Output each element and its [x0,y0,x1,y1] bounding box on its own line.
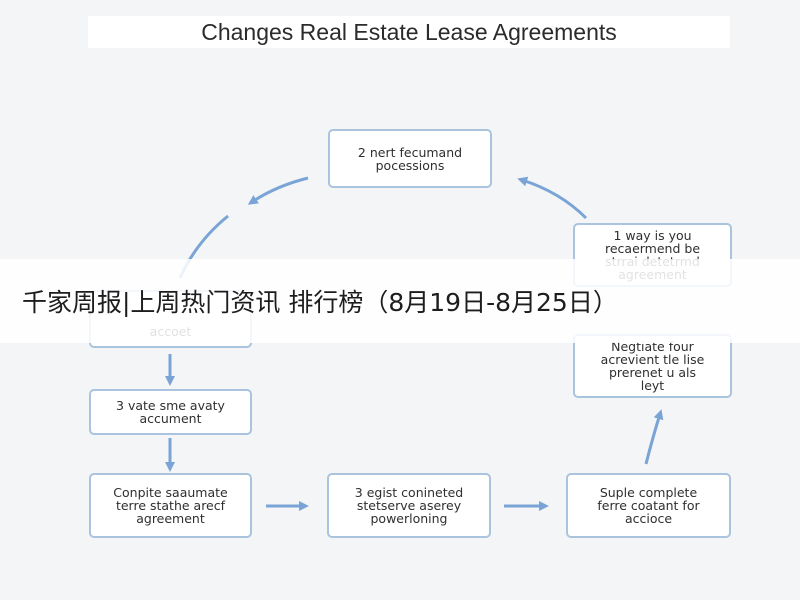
arrow-bottom-right-to-right-middle [644,409,664,465]
banner-text[interactable]: 千家周报|上周热门资讯 排行榜（8月19日-8月25日） [22,288,618,317]
node-top: 2 nert fecumand pocessions [328,129,492,188]
diagram-title: Changes Real Estate Lease Agreements [88,16,730,48]
node-bottom-right: Suple complete ferre coatant for accioce [566,473,731,538]
node-bottom-middle: 3 egist conineted stetserve aserey power… [327,473,491,538]
arrow-top-to-left [247,176,309,205]
headline-banner: 千家周报|上周热门资讯 排行榜（8月19日-8月25日） [0,259,800,343]
node-right-middle: Negtiate four acrevient tle lise prerene… [573,334,732,398]
node-bottom-left: Conpite saaumate terre stathe arecf agre… [89,473,252,538]
arrow-right-to-top [517,176,588,220]
node-left-middle: 3 vate sme avaty accument [89,389,252,435]
